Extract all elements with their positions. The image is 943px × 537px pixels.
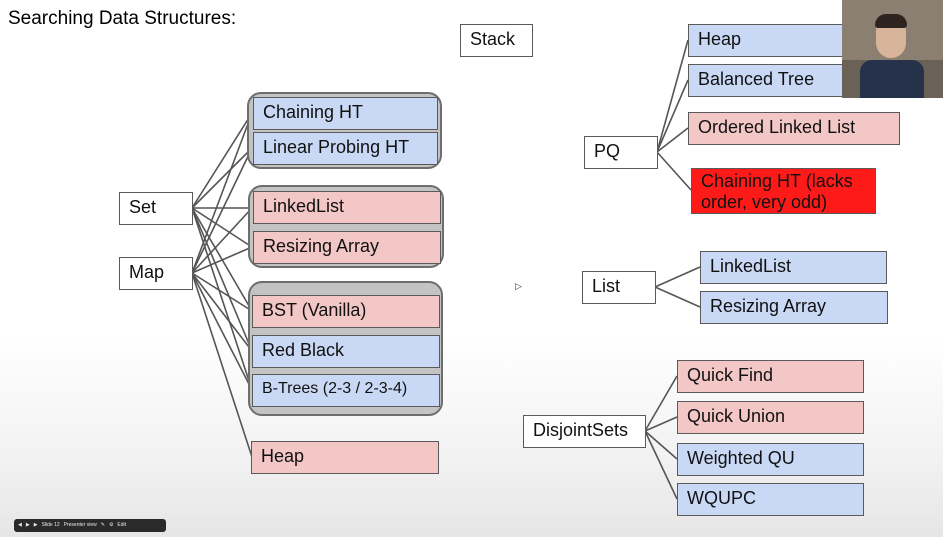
set-box: Set — [119, 192, 193, 225]
resizing-array-box: Resizing Array — [253, 231, 441, 264]
edit-button[interactable]: Edit — [117, 522, 127, 528]
chaining-ht-lacks-order-box: Chaining HT (lacks order, very odd) — [691, 168, 876, 214]
next-slide-icon[interactable]: ▶ — [33, 522, 38, 528]
mouse-cursor-icon: ▷ — [515, 281, 522, 291]
disjointsets-box: DisjointSets — [523, 415, 646, 448]
presentation-toolbar: ◀ ▶ ▶ Slide 12 Presenter view ✎ ⚙ Edit — [14, 519, 166, 532]
heap-left-box: Heap — [251, 441, 439, 474]
stack-box: Stack — [460, 24, 533, 57]
map-box: Map — [119, 257, 193, 290]
btrees-box: B-Trees (2-3 / 2-3-4) — [252, 374, 440, 407]
balanced-tree-box: Balanced Tree — [688, 64, 845, 97]
ordered-linked-list-box: Ordered Linked List — [688, 112, 900, 145]
weighted-qu-box: Weighted QU — [677, 443, 864, 476]
webcam-feed — [842, 0, 943, 98]
red-black-box: Red Black — [252, 335, 440, 368]
quick-find-box: Quick Find — [677, 360, 864, 393]
slide-number[interactable]: Slide 12 — [41, 522, 60, 528]
presenter-view-button[interactable]: Presenter view — [63, 522, 97, 528]
slide-title: Searching Data Structures: — [8, 8, 237, 29]
settings-icon[interactable]: ⚙ — [108, 522, 114, 528]
previous-slide-icon[interactable]: ◀ — [18, 522, 22, 528]
quick-union-box: Quick Union — [677, 401, 864, 434]
wqupc-box: WQUPC — [677, 483, 864, 516]
linkedlist-box: LinkedList — [253, 191, 441, 224]
pq-box: PQ — [584, 136, 658, 169]
linear-probing-ht-box: Linear Probing HT — [253, 132, 438, 165]
heap-pq-box: Heap — [688, 24, 848, 57]
list-box: List — [582, 271, 656, 304]
play-icon[interactable]: ▶ — [25, 522, 30, 528]
bst-box: BST (Vanilla) — [252, 295, 440, 328]
pencil-icon[interactable]: ✎ — [100, 522, 105, 528]
chaining-ht-box: Chaining HT — [253, 97, 438, 130]
list-linkedlist-box: LinkedList — [700, 251, 887, 284]
list-resizing-array-box: Resizing Array — [700, 291, 888, 324]
